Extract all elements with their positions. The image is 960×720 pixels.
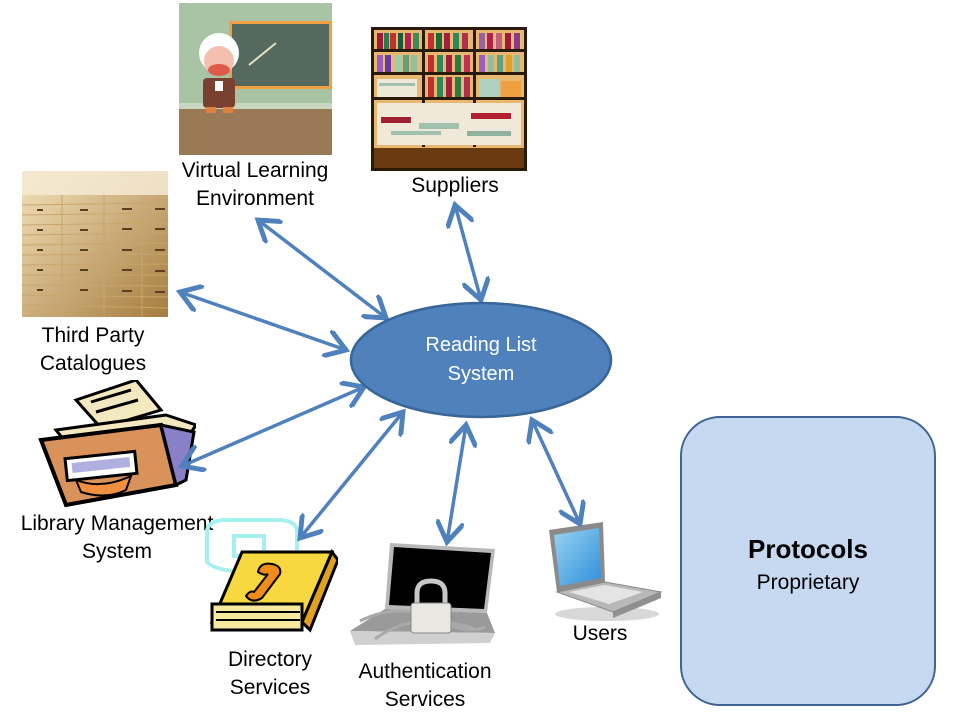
arrow-catalogues xyxy=(180,292,346,350)
arrow-vle xyxy=(258,220,386,318)
node-label-users: Users xyxy=(572,622,628,645)
arrow-directory xyxy=(300,412,403,538)
node-label-lms: Library Management System xyxy=(20,512,214,563)
node-label-catalogues: Third Party Catalogues xyxy=(39,324,147,375)
reading-list-system-label: Reading List System xyxy=(425,334,537,385)
protocols-title: Protocols xyxy=(748,534,868,564)
node-label-directory: Directory Services xyxy=(227,648,312,699)
arrow-users xyxy=(532,420,580,524)
arrow-auth xyxy=(447,425,466,542)
locked-laptop-icon xyxy=(345,543,495,655)
teacher-blackboard-icon xyxy=(179,3,332,155)
arrow-suppliers xyxy=(455,205,481,300)
node-label-auth: Authentication Services xyxy=(358,660,492,711)
arrow-lms xyxy=(182,387,364,466)
protocols-legend-box: Protocols Proprietary xyxy=(680,416,936,706)
card-catalogue-cabinet-icon xyxy=(21,171,169,317)
laptop-icon xyxy=(547,522,663,622)
bookshelf-icon xyxy=(371,27,527,171)
node-label-suppliers: Suppliers xyxy=(411,174,499,197)
phone-book-icon xyxy=(202,512,340,642)
reading-list-system-node xyxy=(349,301,613,419)
protocols-subtitle: Proprietary xyxy=(756,571,860,594)
node-label-vle: Virtual Learning Environment xyxy=(181,159,329,210)
